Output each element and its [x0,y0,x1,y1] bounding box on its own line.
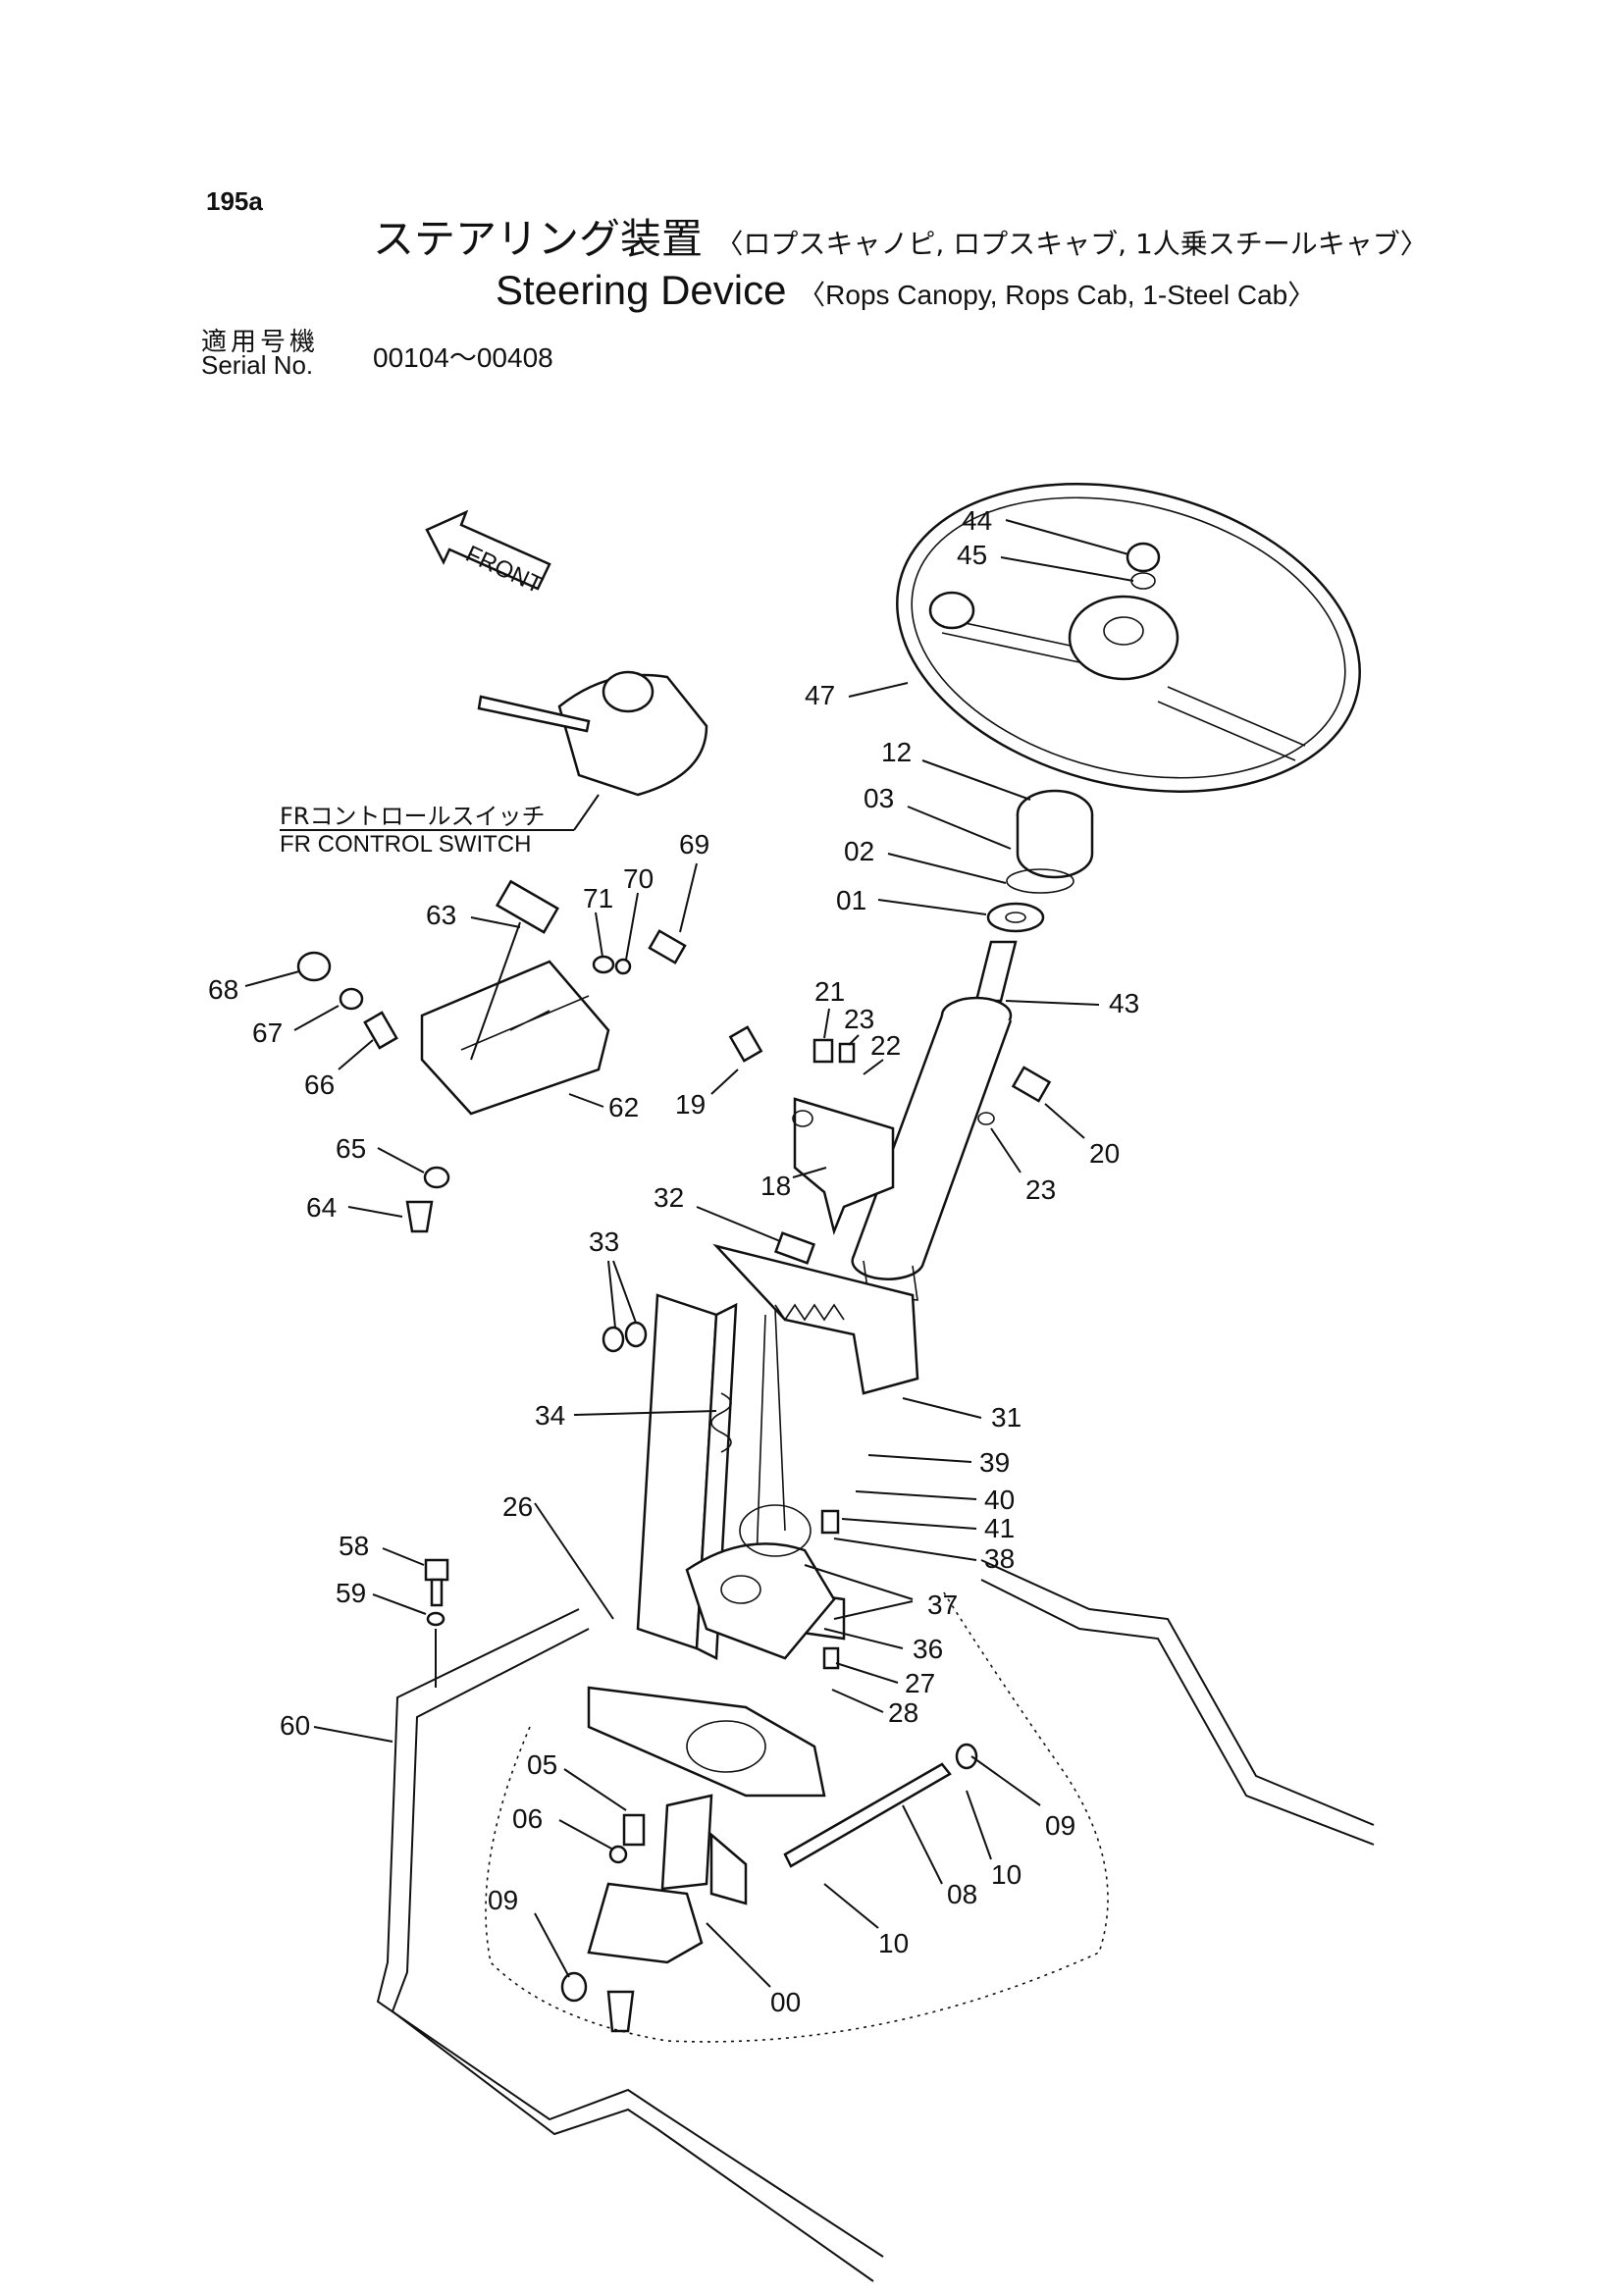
callout-67: 67 [252,1017,283,1048]
callout-18: 18 [760,1171,791,1201]
callout-60: 60 [280,1710,310,1741]
callout-03: 03 [864,783,894,813]
callout-43: 43 [1109,988,1139,1018]
callout-28: 28 [888,1697,918,1728]
callout-40: 40 [984,1485,1015,1515]
title-japanese-main: ステアリング装置 [373,215,704,263]
callout-70: 70 [623,863,654,894]
callout-26: 26 [502,1491,533,1522]
callout-06: 06 [512,1803,543,1834]
callout-68: 68 [208,974,238,1005]
column-bearings [986,789,1094,933]
callout-12: 12 [881,737,912,767]
callout-10-b: 10 [878,1928,909,1958]
callout-47: 47 [805,680,835,710]
page-number: 195a [206,186,263,216]
bolt-58-59 [424,1558,449,1688]
callout-66: 66 [304,1069,335,1100]
callout-33: 33 [589,1226,619,1257]
callout-62: 62 [608,1092,639,1122]
callout-22: 22 [870,1030,901,1061]
steering-column [851,940,1018,1301]
callout-45: 45 [957,540,987,570]
callout-19: 19 [675,1089,706,1120]
callout-09-b: 09 [1045,1810,1075,1841]
callout-02: 02 [844,836,874,866]
title-english: Steering Device 〈Rops Canopy, Rops Cab, … [496,267,1315,314]
callout-21: 21 [814,976,845,1007]
callout-08: 08 [947,1879,977,1909]
pedestal-base [587,1504,846,1798]
floor-outline [376,1559,1375,2282]
callout-69: 69 [679,829,709,860]
callout-59: 59 [336,1578,366,1608]
callout-36: 36 [913,1634,943,1664]
front-arrow: FRONT [425,509,551,600]
column-bracket [728,1025,1052,1236]
callout-09: 09 [488,1885,518,1915]
fr-switch-label-en: FR CONTROL SWITCH [280,831,531,858]
callout-23: 23 [844,1004,874,1034]
callout-00: 00 [770,1987,801,2017]
title-english-main: Steering Device [496,267,787,313]
title-english-sub: 〈Rops Canopy, Rops Cab, 1-Steel Cab〉 [798,280,1316,310]
callout-71: 71 [583,883,613,913]
callout-05: 05 [527,1749,557,1780]
serial-label-japanese: 適用号機 [201,328,320,357]
title-japanese-sub: 〈ロプスキャノピ, ロプスキャブ, 1人乗スチールキャブ〉 [715,228,1428,260]
switch-bracket [296,879,687,1233]
callout-31: 31 [991,1402,1022,1433]
lower-lever-mechanism [560,1743,978,2033]
fr-switch-label-jp: FRコントロールスイッチ [280,803,545,830]
callout-01: 01 [836,885,866,915]
callout-65: 65 [336,1133,366,1164]
callout-27: 27 [905,1668,935,1698]
callout-23-b: 23 [1025,1174,1056,1205]
steering-wheel [896,483,1361,793]
serial-label-english: Serial No. [201,350,314,380]
callout-44: 44 [962,505,992,536]
title-japanese: ステアリング装置 〈ロプスキャノピ, ロプスキャブ, 1人乗スチールキャブ〉 [373,206,1428,266]
callout-labels: 44 45 47 12 03 02 01 43 69 70 71 63 68 6… [208,505,1139,2017]
callout-32: 32 [654,1182,684,1213]
fr-control-switch: FRコントロールスイッチ FR CONTROL SWITCH [280,670,708,858]
callout-10: 10 [991,1859,1022,1890]
callout-20: 20 [1089,1138,1120,1169]
callout-64: 64 [306,1192,337,1223]
callout-39: 39 [979,1447,1010,1478]
callout-58: 58 [339,1531,369,1561]
callout-34: 34 [535,1400,565,1431]
callout-41: 41 [984,1513,1015,1543]
callout-37: 37 [927,1590,958,1620]
serial-range: 00104～00408 [373,342,553,373]
callout-63: 63 [426,900,456,930]
callout-38: 38 [984,1543,1015,1574]
